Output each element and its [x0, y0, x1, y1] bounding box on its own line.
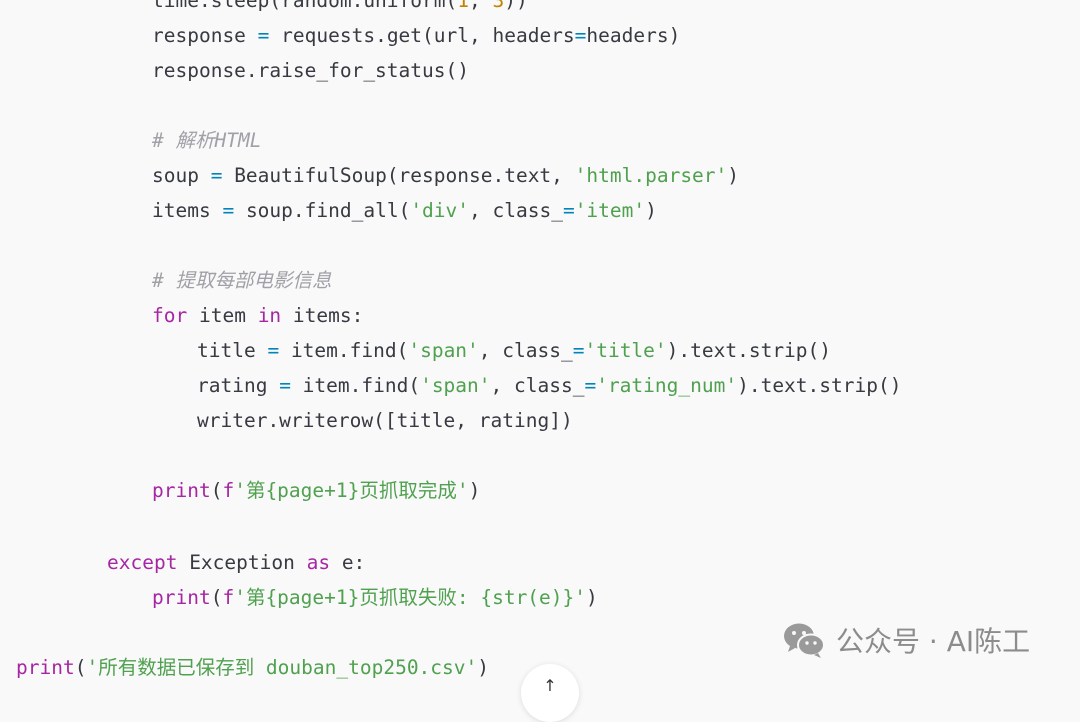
code-line: print('所有数据已保存到 douban_top250.csv'): [16, 656, 490, 679]
code-line: writer.writerow([title, rating]): [197, 409, 573, 432]
code-line: rating = item.find('span', class_='ratin…: [197, 374, 902, 397]
code-line: title = item.find('span', class_='title'…: [197, 339, 832, 362]
code-line: for item in items:: [152, 304, 364, 327]
code-line: print(f'第{page+1}页抓取完成'): [152, 479, 481, 502]
code-comment: # 提取每部电影信息: [152, 269, 332, 292]
code-line: soup = BeautifulSoup(response.text, 'htm…: [152, 164, 740, 187]
code-line: response.raise_for_status(): [152, 59, 469, 82]
scroll-to-top-button[interactable]: ↑: [521, 664, 579, 722]
watermark-text: 公众号 · AI陈工: [836, 625, 1031, 658]
code-line: time.sleep(random.uniform(1, 3)): [152, 0, 528, 12]
code-block: time.sleep(random.uniform(1, 3)) respons…: [16, 0, 902, 679]
code-line: items = soup.find_all('div', class_='ite…: [152, 199, 657, 222]
code-comment: # 解析HTML: [152, 129, 262, 152]
watermark: 公众号 · AI陈工: [782, 620, 1030, 660]
code-line: except Exception as e:: [107, 551, 366, 574]
arrow-up-icon: ↑: [543, 676, 557, 695]
wechat-icon: [784, 623, 825, 658]
code-line: response = requests.get(url, headers=hea…: [152, 24, 681, 47]
code-line: print(f'第{page+1}页抓取失败: {str(e)}'): [152, 586, 598, 609]
